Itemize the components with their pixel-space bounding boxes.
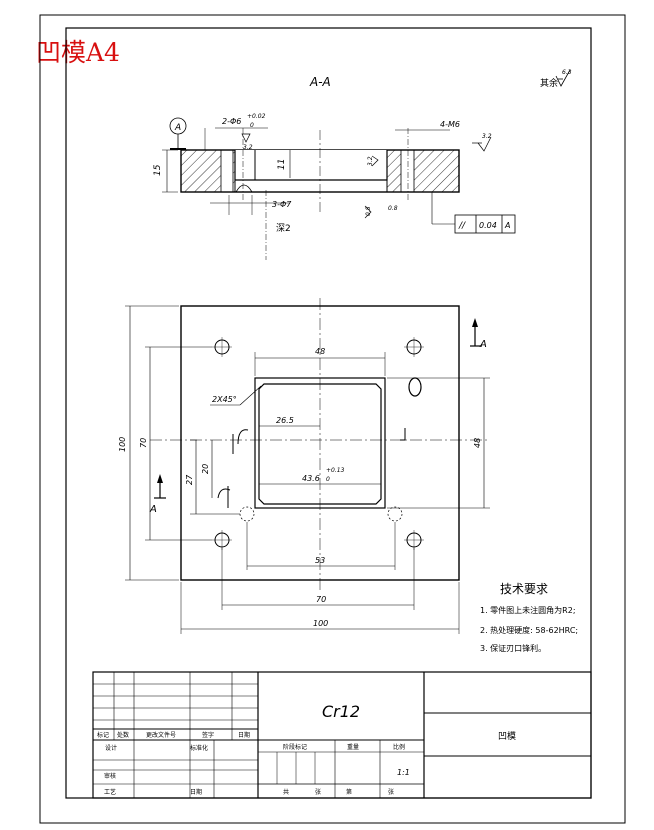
key-mark-right [400, 428, 406, 441]
dim-43-6: 43.6 [302, 474, 320, 483]
datum-a-marker: A [169, 117, 187, 150]
roughness-rest: 其余 6.3 [540, 69, 572, 89]
svg-text:设计: 设计 [105, 744, 117, 752]
title-block [92, 671, 592, 799]
svg-text:处数: 处数 [117, 731, 129, 739]
svg-text:3.2: 3.2 [367, 156, 374, 166]
dim-20: 20 [201, 464, 210, 474]
svg-text:日期: 日期 [238, 731, 250, 739]
svg-text:张: 张 [388, 788, 394, 796]
part-name-field: 凹模 [498, 731, 516, 742]
svg-text:A: A [479, 339, 487, 350]
svg-text:其余: 其余 [540, 77, 558, 89]
section-arrow-top: A [470, 318, 487, 350]
hole-top-right [404, 337, 424, 357]
tech-req-item: 2. 热处理硬度: 58-62HRC; [480, 625, 578, 635]
svg-text:+0.13: +0.13 [326, 467, 345, 474]
title-block-text: Cr12 凹模 1:1 标记 处数 更改文件号 签字 日期 设计 标准化 审核 … [97, 702, 516, 796]
page-title: 凹模A4 [36, 38, 120, 67]
svg-text:A: A [174, 123, 181, 133]
dim-48-right: 48 [473, 438, 482, 448]
hole-bottom-right [404, 530, 424, 550]
dim-27: 27 [185, 474, 194, 485]
hole-hidden-right [387, 506, 403, 522]
svg-text:签字: 签字 [202, 731, 214, 739]
tech-requirements: 技术要求 1. 零件图上未注圆角为R2; 2. 热处理硬度: 58-62HRC;… [480, 582, 578, 653]
hole-bottom-left [212, 530, 232, 550]
section-hatch-right [387, 150, 459, 192]
svg-text:工艺: 工艺 [104, 788, 116, 796]
dim-thread: 4-M6 [440, 120, 460, 129]
hole-left-low [217, 486, 231, 508]
sheet-border-outer [39, 14, 626, 824]
hole-hidden-left [239, 506, 255, 522]
tech-req-heading: 技术要求 [500, 582, 548, 596]
tolerance-frame: // 0.04 A [431, 192, 516, 234]
section-arrow-left: A [149, 474, 166, 515]
svg-text:深2: 深2 [276, 223, 291, 234]
svg-text:3.2: 3.2 [243, 144, 253, 151]
dim-53: 53 [315, 556, 325, 565]
dim-70-left: 70 [139, 438, 148, 448]
dim-48-top: 48 [315, 347, 325, 356]
dim-26-5: 26.5 [276, 416, 294, 425]
scale-field: 1:1 [397, 768, 410, 777]
svg-text:0.8: 0.8 [388, 205, 398, 212]
svg-text:更改文件号: 更改文件号 [146, 731, 176, 739]
svg-text:日期: 日期 [190, 788, 202, 796]
svg-text:标记: 标记 [97, 731, 109, 739]
svg-text:3.2: 3.2 [482, 133, 492, 140]
svg-text:审核: 审核 [104, 772, 116, 780]
roughness-32-mid: 3.2 [367, 155, 379, 167]
dim-100-left: 100 [118, 437, 127, 452]
dim-70-bottom: 70 [316, 595, 326, 604]
hole-oval-right [408, 377, 422, 397]
svg-text:6.3: 6.3 [562, 69, 572, 76]
svg-text:比例: 比例 [393, 743, 405, 751]
tech-req-item: 3. 保证刃口锋利。 [480, 643, 546, 653]
svg-text:张: 张 [315, 788, 321, 796]
svg-text:共: 共 [283, 788, 289, 796]
cavity-outer [254, 377, 386, 509]
material-field: Cr12 [322, 702, 360, 721]
svg-text:0.8: 0.8 [365, 206, 372, 216]
section-label: A-A [309, 75, 331, 89]
svg-text:A: A [504, 221, 510, 230]
section-view: A 15 11 2-Φ6 +0.02 0 3.2 4-M6 3.2 3.2 [153, 113, 516, 260]
hole-top-left [212, 337, 232, 357]
dim-holes-bottom: 3-Φ7 [272, 200, 292, 209]
svg-text:+0.02: +0.02 [247, 113, 266, 120]
dim-depth-11: 11 [277, 159, 287, 170]
tech-req-item: 1. 零件图上未注圆角为R2; [480, 605, 576, 615]
svg-text:0: 0 [250, 122, 254, 129]
svg-text:阶段标记: 阶段标记 [283, 743, 307, 751]
svg-text:第: 第 [346, 788, 352, 796]
svg-text:0: 0 [326, 476, 330, 483]
roughness-08: 0.8 0.8 [364, 205, 398, 219]
cavity-inner [258, 383, 382, 505]
roughness-32-right: 3.2 [472, 133, 492, 152]
svg-text:A: A [149, 504, 157, 515]
plan-view: A A 48 48 2X45° 26.5 43.6 +0.13 0 [118, 298, 490, 634]
dim-100-bottom: 100 [313, 619, 328, 628]
dim-chamfer: 2X45° [212, 395, 237, 404]
svg-text://: // [458, 221, 466, 231]
svg-text:0.04: 0.04 [479, 221, 497, 230]
dim-height-15: 15 [153, 164, 163, 176]
svg-text:标准化: 标准化 [190, 744, 208, 752]
dim-holes-top: 2-Φ6 [222, 117, 241, 126]
hole-left-mid [232, 429, 249, 454]
sheet-border-inner [65, 27, 592, 799]
svg-text:重量: 重量 [347, 743, 359, 751]
